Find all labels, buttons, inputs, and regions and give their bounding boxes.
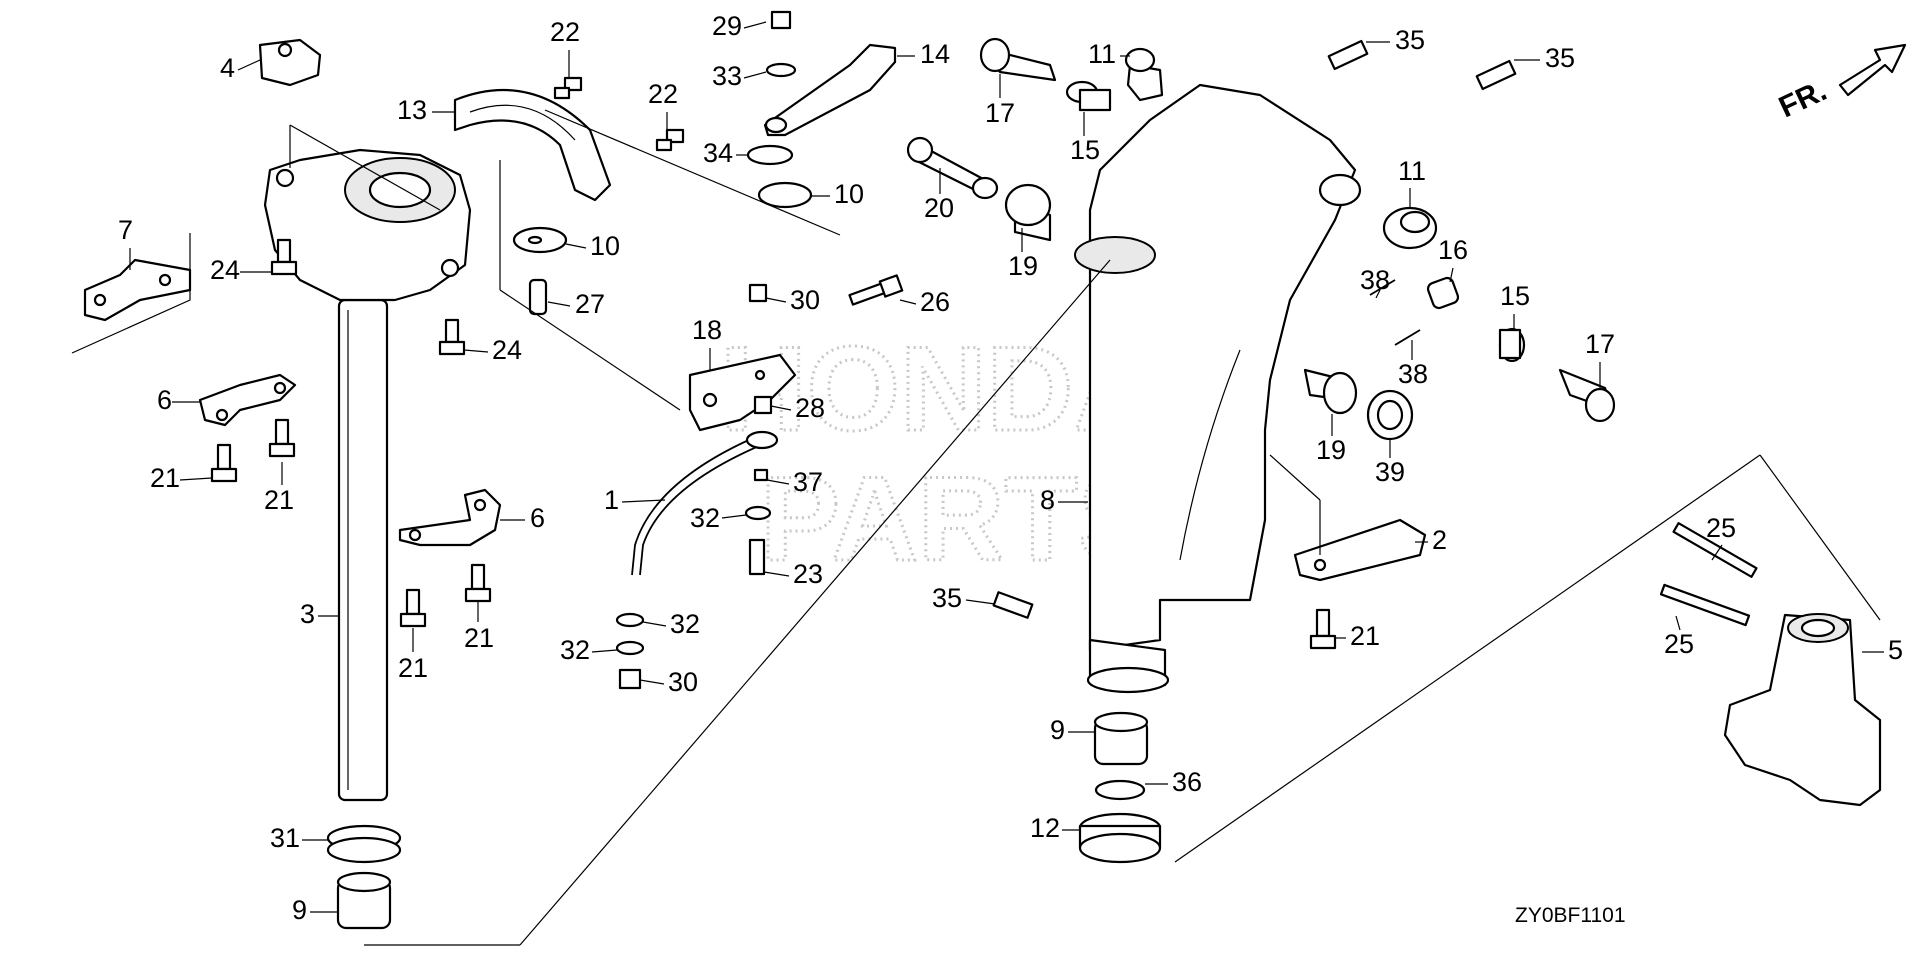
swivel-case: [1074, 83, 1362, 694]
bolts-22: [553, 76, 685, 152]
steering-arm: [263, 148, 472, 302]
top-hardware-stack: [746, 10, 897, 209]
callout-35-right: 35: [1545, 43, 1575, 73]
callout-7: 7: [118, 215, 133, 245]
callout-30-lower: 30: [668, 667, 698, 697]
callout-33: 33: [712, 61, 742, 91]
callout-14: 14: [920, 39, 950, 69]
bracket-18: [688, 353, 797, 432]
callout-30-upper: 30: [790, 285, 820, 315]
front-direction-arrow-icon: FR.: [1774, 43, 1907, 124]
callout-26: 26: [920, 287, 950, 317]
callout-10-lower: 10: [590, 231, 620, 261]
bracket-2: [1293, 518, 1427, 582]
clamp-5: [1659, 522, 1882, 807]
bolt-26: [848, 274, 904, 306]
bolts-35: [992, 39, 1517, 619]
bracket-plate-7: [71, 233, 192, 354]
callout-39: 39: [1375, 457, 1405, 487]
callout-35-left: 35: [1395, 25, 1425, 55]
callout-23: 23: [793, 559, 823, 589]
callout-15-right: 15: [1500, 281, 1530, 311]
bushings-top: [906, 37, 1164, 242]
spring-27: [528, 278, 548, 316]
callout-38-upper: 38: [1360, 265, 1390, 295]
diagram-code: ZY0BF1101: [1515, 904, 1626, 927]
callout-1: 1: [604, 485, 619, 515]
callout-6-upper: 6: [157, 385, 172, 415]
callout-34: 34: [703, 138, 733, 168]
callout-32-lower: 32: [560, 635, 590, 665]
callout-22-left: 22: [550, 17, 580, 47]
plate-6-upper: [198, 373, 297, 427]
callout-25-lower: 25: [1664, 629, 1694, 659]
callout-15-upper: 15: [1070, 135, 1100, 165]
callout-labels: 29 33 14 34 10 10 22 22 13 4 27 7 24 24 …: [118, 11, 1903, 925]
callout-21-c: 21: [398, 653, 428, 683]
callout-32-mid: 32: [670, 609, 700, 639]
callout-29: 29: [712, 11, 742, 41]
steering-shaft: [337, 298, 389, 802]
callout-9-right: 9: [1050, 715, 1065, 745]
callout-13: 13: [397, 95, 427, 125]
callout-10-upper: 10: [834, 179, 864, 209]
direction-label: FR.: [1774, 74, 1832, 124]
callout-21-b: 21: [264, 485, 294, 515]
callout-21-d: 21: [464, 623, 494, 653]
callout-35-lower: 35: [932, 583, 962, 613]
callout-11-right: 11: [1398, 156, 1426, 186]
callout-32-upper: 32: [690, 503, 720, 533]
bushings-lower: [1078, 711, 1162, 864]
watermark-line-1: HONDA: [720, 322, 1160, 456]
parts-drawing: FR.: [71, 10, 1907, 946]
callout-16: 16: [1438, 235, 1468, 265]
callout-36: 36: [1172, 767, 1202, 797]
callout-37: 37: [793, 467, 823, 497]
nuts: [615, 283, 773, 690]
callout-17-upper: 17: [985, 98, 1015, 128]
callout-17-right: 17: [1585, 329, 1615, 359]
callout-24-upper: 24: [210, 255, 240, 285]
guide-13: [453, 88, 612, 202]
callout-9-left: 9: [292, 895, 307, 925]
bushings-right: [1303, 206, 1616, 441]
callout-38-lower: 38: [1398, 359, 1428, 389]
callout-20: 20: [924, 193, 954, 223]
callout-8: 8: [1040, 485, 1055, 515]
plate-6-lower: [398, 488, 502, 547]
callout-12: 12: [1030, 813, 1060, 843]
callout-4: 4: [220, 53, 235, 83]
callout-18: 18: [692, 315, 722, 345]
callout-25-upper: 25: [1706, 513, 1736, 543]
callout-3: 3: [300, 599, 315, 629]
callout-21-a: 21: [150, 463, 180, 493]
rod-1: [631, 430, 779, 576]
callout-11-upper: 11: [1088, 39, 1116, 69]
callout-31: 31: [270, 823, 300, 853]
callout-6-lower: 6: [530, 503, 545, 533]
callout-28: 28: [795, 393, 825, 423]
callout-2: 2: [1432, 525, 1447, 555]
bolts: [210, 238, 1337, 650]
clamp-part-4: [258, 38, 322, 87]
callout-24-lower: 24: [492, 335, 522, 365]
callout-5: 5: [1888, 635, 1903, 665]
callout-19-upper: 19: [1008, 251, 1038, 281]
bushings-shaft-lower: [326, 824, 402, 930]
callout-27: 27: [575, 289, 605, 319]
washer-10-left: [512, 226, 568, 254]
callout-19-right: 19: [1316, 435, 1346, 465]
assembly-lines: [289, 109, 1881, 946]
callout-21-e: 21: [1350, 621, 1380, 651]
callout-22-right: 22: [648, 79, 678, 109]
